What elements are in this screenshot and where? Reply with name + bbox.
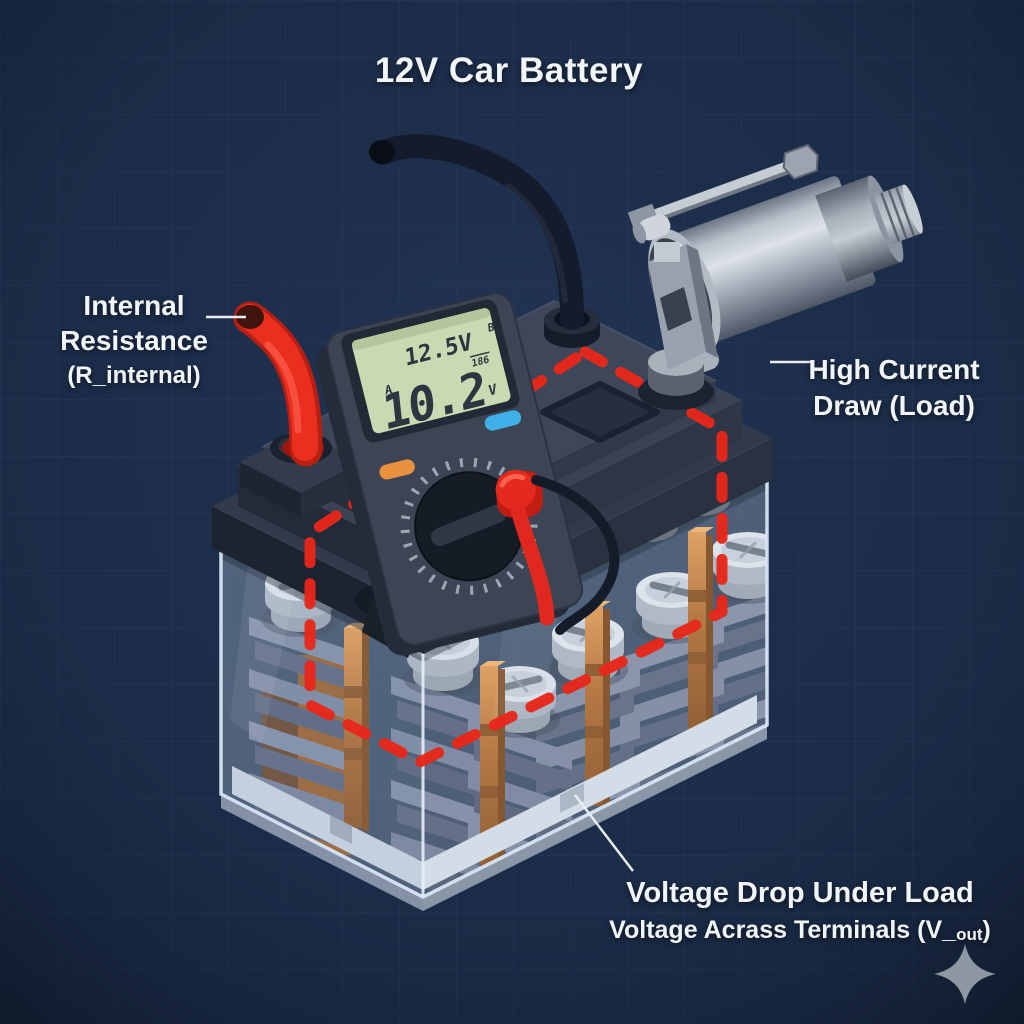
starter-motor: [627, 143, 923, 410]
negative-terminal-cable: [369, 134, 584, 330]
high-current-line1: High Current: [808, 354, 980, 385]
multimeter: 12.5V 10.2 A B 186 V: [316, 292, 584, 656]
orange-button: [379, 459, 415, 480]
voltage-drop-line1: Voltage Drop Under Load: [626, 877, 974, 909]
lcd-aux-segment: 186: [471, 354, 490, 369]
vout-subscript: out: [956, 924, 983, 944]
internal-resistance-line1: Internal: [83, 290, 185, 321]
lcd-mode-left: A: [384, 382, 393, 398]
red-probe-connector: [495, 469, 543, 518]
label-internal-resistance: Internal Resistance (R_internal): [18, 288, 250, 393]
lcd-unit: V: [488, 381, 498, 399]
leader-line-voltage-drop: [574, 794, 634, 872]
current-loop-dashes: [304, 346, 728, 768]
mounting-lug: [638, 214, 671, 241]
positive-terminal-cable: [233, 301, 324, 467]
lcd-mode-right: B: [487, 320, 495, 335]
internal-resistance-line3: (R_internal): [67, 362, 201, 389]
label-voltage-drop: Voltage Drop Under Load Voltage Acrass T…: [580, 876, 1020, 945]
battery-tray: [232, 766, 423, 890]
blue-button: [484, 410, 522, 431]
starter-mount-bracket: [638, 242, 718, 410]
internal-resistance-line2: Resistance: [60, 325, 208, 356]
cable-end: [369, 140, 395, 164]
voltage-drop-line2: Voltage Acrass Terminals (V_out): [609, 915, 991, 944]
lid-recessed-panel: [540, 381, 660, 443]
dial-knob: [430, 504, 507, 546]
battery-tray: [423, 695, 757, 890]
black-probe-cable: [531, 475, 620, 635]
through-bolt: [641, 160, 794, 225]
sparkle-icon: [934, 944, 996, 1004]
cable-end: [236, 305, 264, 329]
high-current-line2: Draw (Load): [813, 390, 975, 421]
bolt-head: [782, 143, 819, 180]
red-probe-cable: [510, 502, 555, 626]
label-high-current-draw: High Current Draw (Load): [780, 352, 1008, 424]
page-title: 12V Car Battery: [374, 51, 644, 90]
